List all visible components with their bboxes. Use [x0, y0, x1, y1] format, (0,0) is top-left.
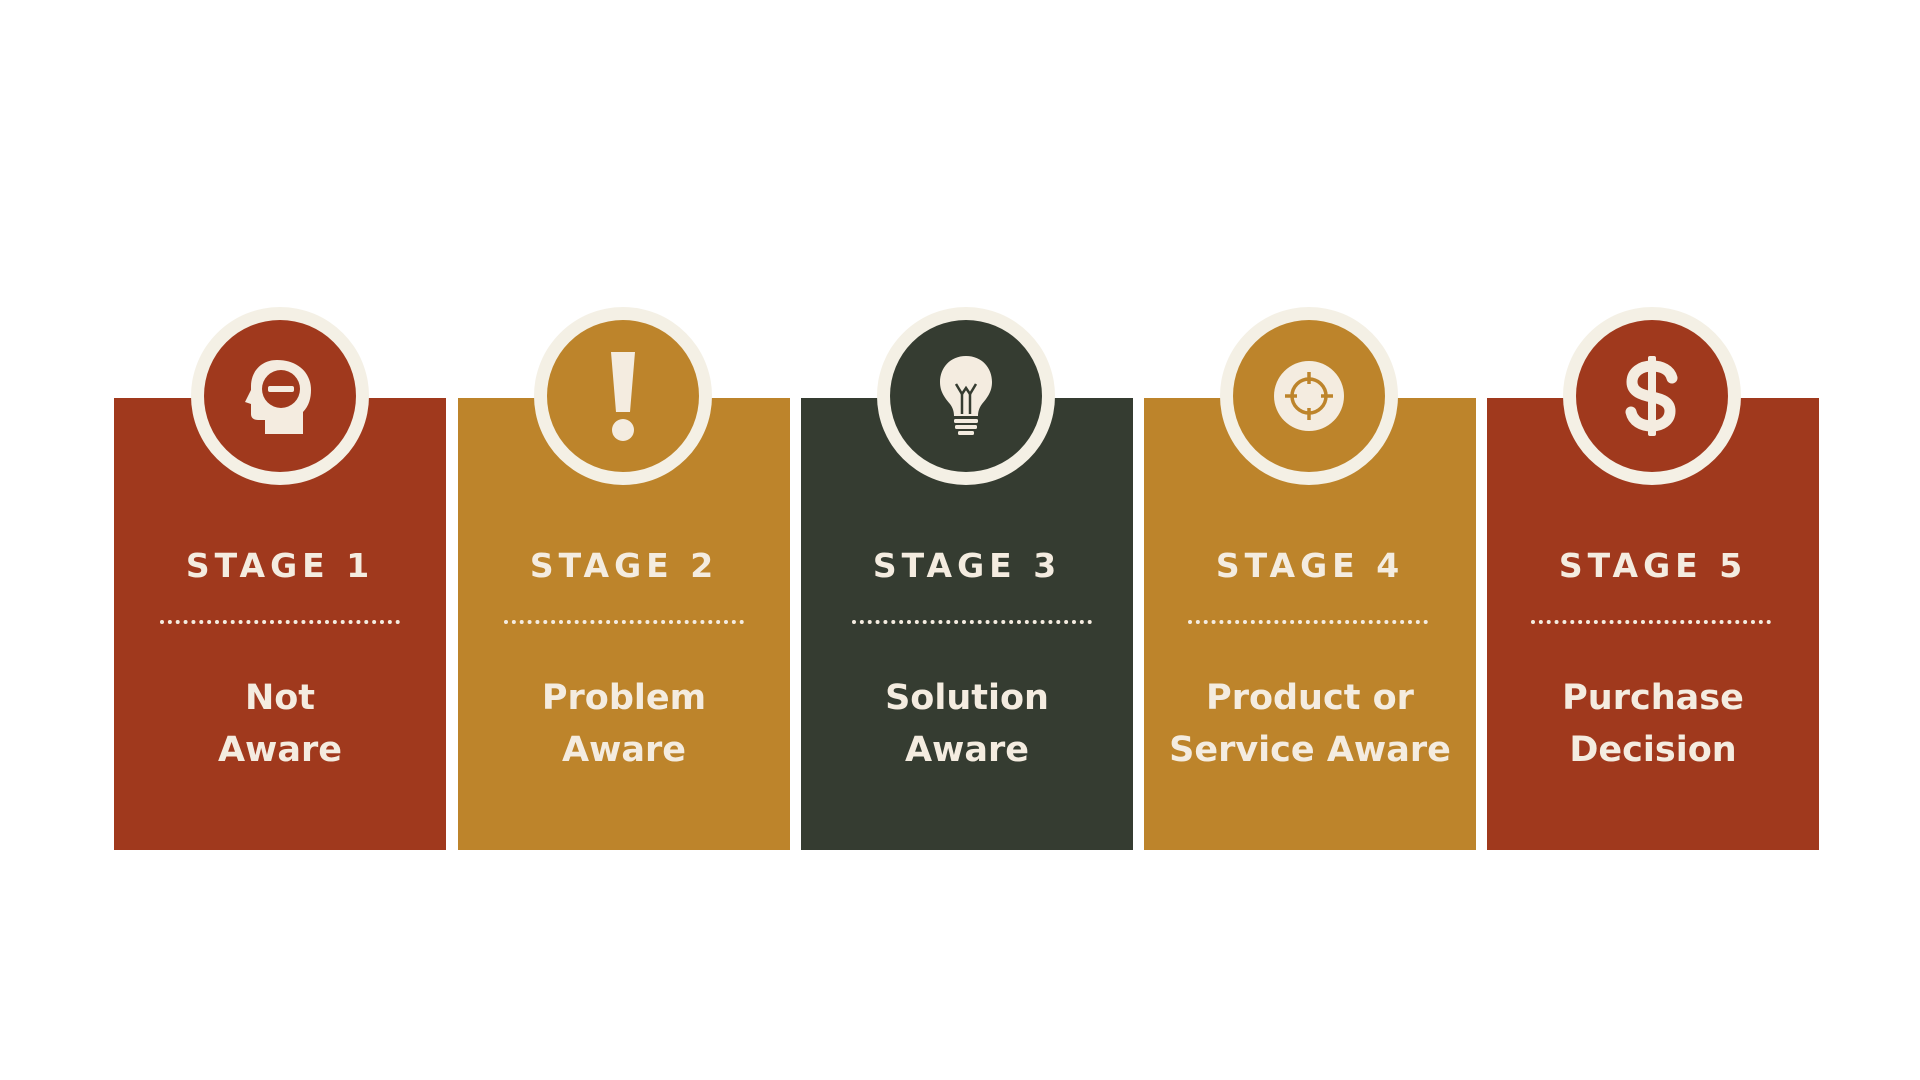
stage-1-badge [191, 307, 369, 485]
stage-2-title: Problem Aware [541, 678, 707, 770]
stage-2-label: STAGE 2 [529, 546, 719, 585]
stage-5-label: STAGE 5 [1558, 546, 1748, 585]
exclamation-icon [611, 352, 635, 441]
head-minus-icon [245, 360, 311, 434]
stage-4-badge [1220, 307, 1398, 485]
lightbulb-icon [940, 356, 992, 435]
stage-5-title: Purchase Decision [1562, 678, 1744, 770]
stage-3-badge [877, 307, 1055, 485]
stage-5-divider [1531, 620, 1771, 624]
stage-1-title: Not Aware [217, 678, 343, 770]
stage-3-divider [852, 620, 1092, 624]
stage-4-label: STAGE 4 [1215, 546, 1405, 585]
dollar-icon [1625, 356, 1678, 436]
stage-4-title: Product or Service Aware [1169, 678, 1451, 770]
stage-2-divider [504, 620, 744, 624]
stage-2-badge [534, 307, 712, 485]
stage-1-label: STAGE 1 [185, 546, 375, 585]
stage-3-label: STAGE 3 [872, 546, 1062, 585]
stage-1-divider [160, 620, 400, 624]
stage-4-divider [1188, 620, 1428, 624]
stage-5-badge [1563, 307, 1741, 485]
crosshair-icon [1274, 361, 1344, 431]
stage-3-title: Solution Aware [885, 678, 1049, 770]
